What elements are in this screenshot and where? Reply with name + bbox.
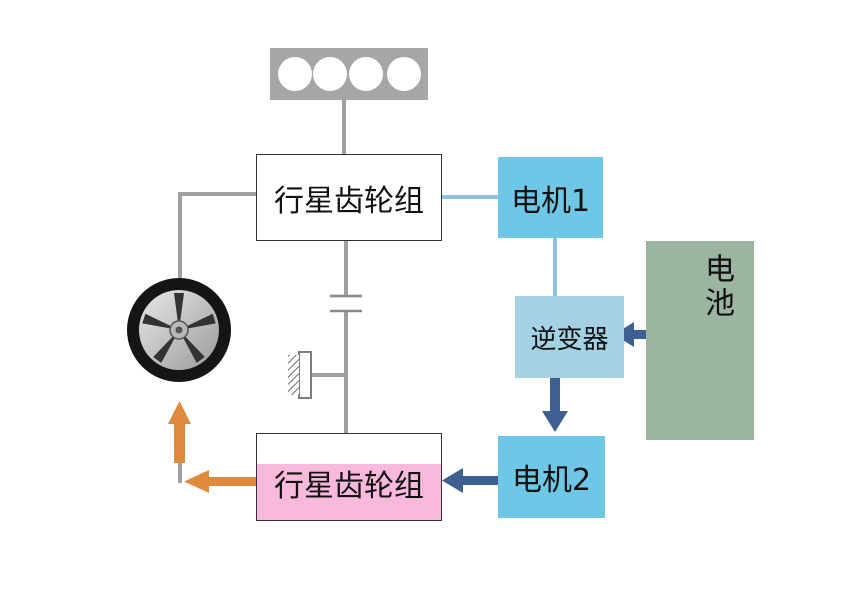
inverter-label: 逆变器 — [530, 324, 609, 355]
inverter-box: 逆变器 — [515, 296, 624, 378]
planetary-gear-set-top-label: 行星齿轮组 — [274, 183, 424, 219]
battery-label: 电池 — [699, 253, 734, 321]
motor-2-label: 电机2 — [511, 463, 592, 498]
motor-2-box: 电机2 — [498, 436, 605, 518]
motor-1-box: 电机1 — [498, 157, 603, 238]
battery-box: 电池 — [646, 241, 754, 440]
wheel-icon — [127, 278, 231, 382]
planetary-gear-set-bottom: 行星齿轮组 — [256, 433, 442, 521]
brake-ground-icon — [288, 351, 346, 399]
planetary-gear-set-bottom-label: 行星齿轮组 — [274, 469, 424, 504]
engine-cylinders-icon — [270, 48, 428, 100]
planetary-gear-set-top: 行星齿轮组 — [256, 154, 442, 241]
electric-links — [442, 195, 557, 296]
motor-1-label: 电机1 — [510, 183, 591, 219]
mechanical-shafts — [178, 100, 348, 483]
clutch-icon — [330, 294, 362, 313]
output-arrows — [168, 401, 256, 493]
